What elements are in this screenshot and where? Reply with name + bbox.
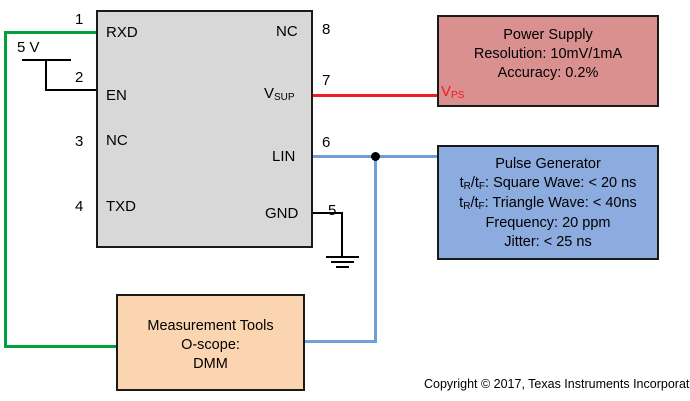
pg-l2-rest: : Square Wave: < 20 ns xyxy=(485,175,637,191)
wire-blue-branch-vertical xyxy=(374,155,377,342)
vps-node-label: VPS xyxy=(441,83,465,101)
power-supply-box: Power Supply Resolution: 10mV/1mA Accura… xyxy=(437,15,659,107)
pin-label-gnd: GND xyxy=(265,205,299,222)
pin-label-vsup-main: V xyxy=(264,85,275,102)
wire-black-gnd-vertical xyxy=(341,212,343,257)
pg-l2-sub-f: F xyxy=(478,181,486,192)
pin-label-lin: LIN xyxy=(272,148,296,165)
ground-symbol-bar-3 xyxy=(336,266,349,268)
pg-l3-t2: /t xyxy=(470,195,479,211)
pulse-generator-triangle-wave: tR/tF: Triangle Wave: < 40ns xyxy=(459,194,637,214)
power-supply-accuracy: Accuracy: 0.2% xyxy=(497,65,599,81)
pg-l3-sub-f: F xyxy=(478,201,485,212)
measurement-tools-title: Measurement Tools xyxy=(147,318,274,334)
pin-label-vsup-sub: SUP xyxy=(274,92,295,103)
pg-l2-sub-r: R xyxy=(463,181,471,192)
pin-number-3: 3 xyxy=(75,133,84,150)
pulse-generator-title: Pulse Generator xyxy=(495,156,601,172)
pin-label-rxd: RXD xyxy=(106,24,138,41)
wire-blue-branch-horizontal xyxy=(303,340,377,343)
pg-l2-t1: t xyxy=(459,175,464,191)
pin-label-txd: TXD xyxy=(106,198,136,215)
vps-node-label-sub: PS xyxy=(451,90,465,101)
ground-symbol-bar-2 xyxy=(331,261,354,263)
pulse-generator-jitter: Jitter: < 25 ns xyxy=(504,234,592,250)
ic-package-body xyxy=(96,10,313,248)
wire-junction-dot xyxy=(371,152,380,161)
pin-number-8: 8 xyxy=(322,21,331,38)
wire-black-source-drop xyxy=(45,59,47,91)
pulse-generator-box: Pulse Generator tR/tF: Square Wave: < 20… xyxy=(437,145,659,260)
copyright-notice: Copyright © 2017, Texas Instruments Inco… xyxy=(424,377,690,391)
pin-label-nc-left: NC xyxy=(106,132,128,149)
wire-black-gnd-horizontal xyxy=(313,212,343,214)
measurement-tools-box: Measurement Tools O-scope: DMM xyxy=(116,294,305,391)
wire-black-en-horizontal xyxy=(45,89,98,91)
wire-red-vsup xyxy=(311,94,439,97)
pin-label-vsup: VSUP xyxy=(264,85,295,103)
pin-label-nc-right: NC xyxy=(276,23,298,40)
measurement-tools-oscope: O-scope: xyxy=(181,337,240,353)
pin-number-4: 4 xyxy=(75,198,84,215)
power-supply-resolution: Resolution: 10mV/1mA xyxy=(473,46,623,62)
vps-node-label-main: V xyxy=(441,83,452,100)
ground-symbol-bar-1 xyxy=(326,256,359,258)
pin-number-5: 5 xyxy=(328,202,337,219)
wire-green-top-horizontal xyxy=(4,31,98,34)
wire-green-bottom-horizontal xyxy=(4,345,118,348)
pg-l3-rest: : Triangle Wave: < 40ns xyxy=(484,195,637,211)
pg-l3-t1: t xyxy=(459,195,464,211)
pin-number-2: 2 xyxy=(75,69,84,86)
pg-l3-sub-r: R xyxy=(463,201,471,212)
pin-number-6: 6 xyxy=(322,134,331,151)
measurement-tools-dmm: DMM xyxy=(193,356,228,372)
pin-number-1: 1 xyxy=(75,11,84,28)
pin-number-7: 7 xyxy=(322,72,331,89)
pin-label-en: EN xyxy=(106,87,127,104)
pulse-generator-frequency: Frequency: 20 ppm xyxy=(485,215,611,231)
pulse-generator-square-wave: tR/tF: Square Wave: < 20 ns xyxy=(460,174,637,194)
wire-green-left-vertical xyxy=(4,31,7,348)
pg-l2-t2: /t xyxy=(470,175,479,191)
power-supply-title: Power Supply xyxy=(503,27,593,43)
supply-voltage-label: 5 V xyxy=(17,39,40,56)
